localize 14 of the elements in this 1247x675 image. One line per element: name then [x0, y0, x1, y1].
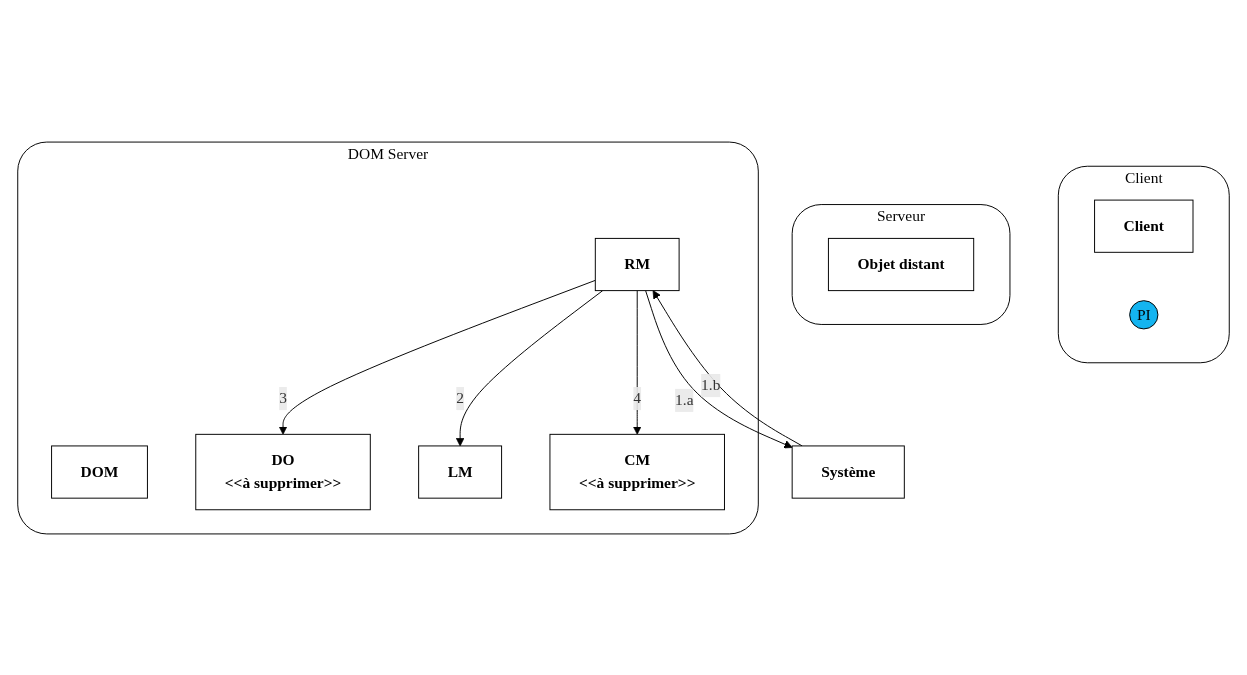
- node-box: LM: [418, 444, 503, 499]
- node-circle: PI: [1129, 299, 1159, 329]
- edge-label: 3: [279, 389, 287, 406]
- edge-label: 1.b: [701, 376, 721, 393]
- edge-label: 1.a: [675, 391, 694, 408]
- node-box: Client: [1094, 199, 1194, 253]
- node-box: CM <<à supprimer>>: [549, 433, 725, 510]
- node-box: DO <<à supprimer>>: [195, 433, 371, 510]
- node-box: Objet distant: [827, 237, 975, 291]
- edge-label: 2: [456, 389, 464, 406]
- node-box: RM: [594, 237, 680, 291]
- node-box: DOM: [51, 444, 148, 499]
- node-box: Système: [791, 444, 905, 499]
- edge-label: 4: [633, 389, 642, 406]
